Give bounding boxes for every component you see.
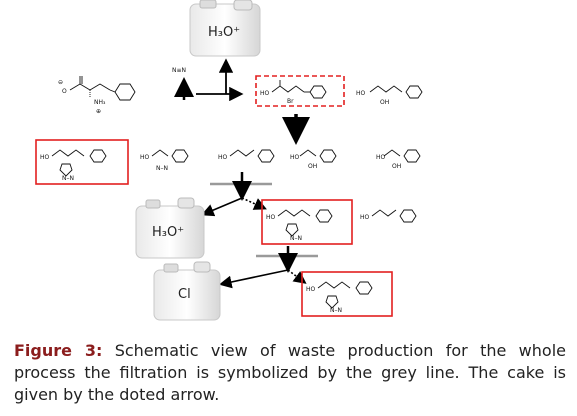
molecule-triazole-acid-3 [317,281,373,309]
molecule-phenylalanine [69,76,136,101]
arrow-to-middle-container [201,197,243,217]
atom-n: N–N [62,175,74,182]
atom-ho: HO [140,154,150,161]
molecule-bromo-acid [271,80,327,99]
amine-label: NH₃ [94,99,106,106]
atom-ho: HO [306,286,316,293]
molecule-cinnamic-acid [371,209,417,223]
atom-ho: HO [360,214,370,221]
molecule-triazole-acid-1 [51,149,107,177]
atom-ho: HO [218,154,228,161]
charge-minus: ⊖ [58,79,63,86]
atom-ho: HO [376,154,386,161]
bromo-acid-highlight [255,75,345,107]
atom-ho: HO [266,214,276,221]
atom-n: N–N [290,235,302,242]
atom-ho: HO [40,154,50,161]
dinitrogen-label: N≡N [172,67,186,74]
triazole-acid-highlight-3 [301,271,393,317]
atom-br: Br [287,98,294,105]
atom-ho: HO [356,90,366,97]
container-middle-label: H₃O⁺ [152,225,184,240]
molecule-side-products-row2 [151,149,421,163]
waste-container-bottom: Cl [153,261,221,321]
caption-label: Figure 3: [14,341,103,360]
waste-container-middle: H₃O⁺ [135,197,205,259]
container-bottom-label: Cl [178,287,191,302]
atom-o: O [62,88,67,95]
reaction-scheme: H₃O⁺ N≡N ⊖ O NH₃ ⊕ HO Br HO OH H [35,0,423,321]
atom-ho: HO [260,90,270,97]
molecule-hydroxy-acid-top [369,85,423,99]
waste-container-top: H₃O⁺ [189,0,261,57]
triazole-acid-highlight-2 [261,199,353,245]
cake-arrow-1 [241,197,267,210]
atom-oh: OH [380,99,389,106]
figure-caption: Figure 3: Schematic view of waste produc… [14,340,566,406]
triazole-acid-highlight-1 [35,139,129,185]
atom-oh: OH [392,163,401,170]
atom-ho: HO [290,154,300,161]
charge-plus: ⊕ [96,108,101,115]
caption-text: Schematic view of waste production for t… [14,341,566,404]
atom-n: N–N [156,165,168,172]
molecule-triazole-acid-2 [277,209,333,237]
arrow-to-bottom-container [218,269,289,289]
atom-n: N–N [330,307,342,314]
atom-oh: OH [308,163,317,170]
container-top-label: H₃O⁺ [208,25,240,40]
